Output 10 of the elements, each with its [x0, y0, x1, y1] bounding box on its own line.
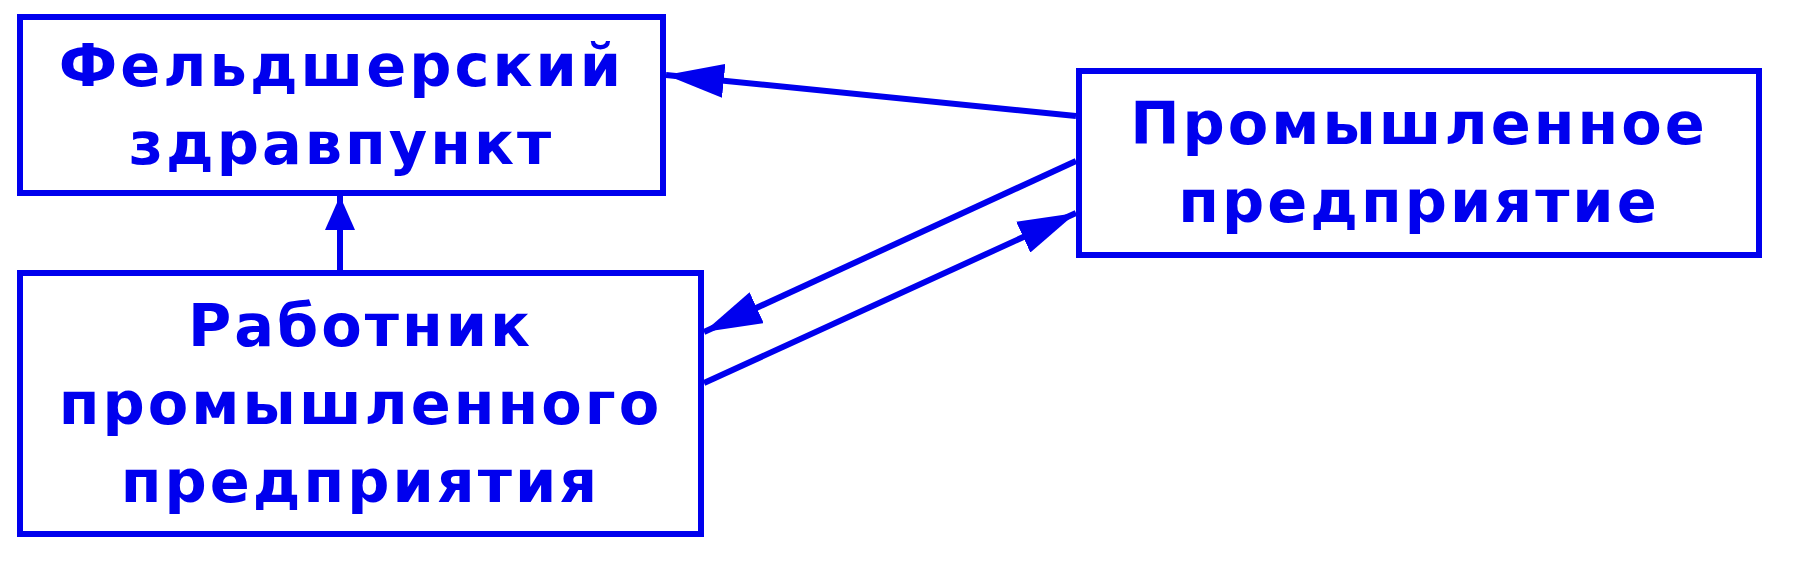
box-label: Фельдшерский здравпункт: [57, 30, 626, 180]
box-label: Промышленное предприятие: [1129, 88, 1709, 238]
arrow: [665, 63, 1077, 119]
process-box: [1076, 68, 1762, 258]
process-box: [17, 14, 666, 196]
arrow: [325, 196, 355, 270]
box-label: Работник промышленного предприятия: [57, 289, 664, 518]
arrow: [702, 158, 1078, 335]
process-box: [17, 270, 704, 537]
arrow: [702, 210, 1078, 386]
